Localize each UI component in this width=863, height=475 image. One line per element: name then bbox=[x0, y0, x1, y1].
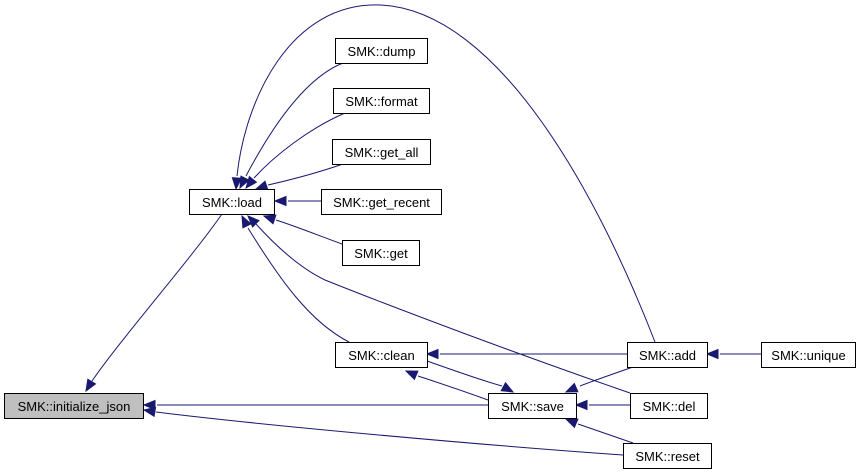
node-label: SMK::del bbox=[643, 399, 696, 414]
edge-save-to-initialize_json bbox=[142, 399, 488, 411]
edge-line bbox=[417, 375, 489, 401]
node-label: SMK::clean bbox=[348, 348, 414, 363]
edge-add-to-load bbox=[231, 4, 656, 343]
arrowhead-icon bbox=[231, 177, 243, 191]
edge-dump-to-load bbox=[239, 62, 344, 190]
edge-format-to-load bbox=[245, 112, 346, 190]
arrowhead-icon bbox=[564, 382, 579, 393]
arrowhead-icon bbox=[239, 175, 250, 190]
node-dump[interactable]: SMK::dump bbox=[335, 38, 428, 64]
edge-add-to-save bbox=[564, 366, 634, 393]
node-label: SMK::dump bbox=[348, 44, 416, 59]
node-box[interactable] bbox=[627, 342, 708, 368]
nodes-layer: SMK::initialize_json SMK::load SMK::dumpSM… bbox=[4, 38, 856, 469]
node-label: SMK::save bbox=[501, 399, 564, 414]
edge-line bbox=[579, 366, 634, 387]
node-label: SMK::format bbox=[345, 94, 418, 109]
edge-load-to-initialize_json bbox=[85, 213, 223, 393]
node-get-recent[interactable]: SMK::get_recent bbox=[321, 189, 442, 215]
arrowhead-icon bbox=[404, 370, 419, 381]
edge-line bbox=[245, 62, 344, 177]
edge-unique-to-add bbox=[705, 348, 761, 360]
node-clean[interactable]: SMK::clean bbox=[335, 342, 428, 368]
node-del[interactable]: SMK::del bbox=[630, 393, 708, 419]
edge-line bbox=[155, 411, 624, 456]
node-load[interactable]: SMK::load bbox=[189, 189, 275, 215]
node-box[interactable] bbox=[4, 393, 144, 419]
arrowhead-icon bbox=[85, 378, 97, 393]
node-box[interactable] bbox=[488, 393, 577, 419]
edge-line bbox=[267, 163, 344, 186]
edge-reset-to-initialize_json bbox=[142, 406, 624, 456]
node-unique[interactable]: SMK::unique bbox=[761, 342, 856, 368]
node-initialize-json[interactable]: SMK::initialize_json bbox=[4, 393, 144, 419]
node-box[interactable] bbox=[332, 139, 431, 165]
node-save[interactable]: SMK::save bbox=[488, 393, 577, 419]
node-label: SMK::get bbox=[354, 246, 408, 261]
node-box[interactable] bbox=[630, 393, 708, 419]
node-box[interactable] bbox=[189, 189, 275, 215]
edge-line bbox=[236, 4, 656, 343]
arrowhead-icon bbox=[564, 418, 579, 429]
arrowhead-icon bbox=[247, 215, 260, 228]
node-label: SMK::initialize_json bbox=[18, 399, 131, 414]
arrowhead-icon bbox=[705, 348, 719, 360]
edge-line bbox=[255, 223, 631, 394]
edge-save-to-clean bbox=[404, 370, 489, 401]
edge-get_recent-to-load bbox=[273, 195, 321, 207]
edge-get_all-to-load bbox=[254, 163, 344, 191]
arrowhead-icon bbox=[500, 381, 515, 393]
node-reset[interactable]: SMK::reset bbox=[623, 443, 712, 469]
node-box[interactable] bbox=[335, 38, 428, 64]
node-get-all[interactable]: SMK::get_all bbox=[332, 139, 431, 165]
node-label: SMK::get_all bbox=[345, 145, 419, 160]
edge-reset-to-save bbox=[564, 418, 634, 444]
node-add[interactable]: SMK::add bbox=[627, 342, 708, 368]
edges-layer bbox=[85, 4, 761, 456]
arrowhead-icon bbox=[142, 406, 157, 418]
arrowhead-icon bbox=[254, 180, 269, 191]
arrowhead-icon bbox=[262, 214, 277, 225]
edge-line bbox=[275, 219, 343, 245]
edge-clean-to-save bbox=[426, 360, 515, 393]
node-label: SMK::add bbox=[639, 348, 696, 363]
node-label: SMK::load bbox=[202, 195, 262, 210]
edge-line bbox=[91, 213, 223, 382]
node-get[interactable]: SMK::get bbox=[342, 240, 420, 266]
edge-line bbox=[247, 227, 350, 343]
arrowhead-icon bbox=[245, 175, 258, 190]
node-box[interactable] bbox=[623, 443, 712, 469]
arrowhead-icon bbox=[241, 214, 252, 229]
edge-del-to-save bbox=[574, 399, 630, 411]
node-label: SMK::get_recent bbox=[333, 195, 430, 210]
node-box[interactable] bbox=[761, 342, 856, 368]
arrowhead-icon bbox=[273, 195, 287, 207]
node-box[interactable] bbox=[321, 189, 442, 215]
node-label: SMK::reset bbox=[635, 449, 700, 464]
node-box[interactable] bbox=[342, 240, 420, 266]
edge-del-to-load bbox=[247, 215, 631, 394]
node-box[interactable] bbox=[333, 88, 430, 114]
node-label: SMK::unique bbox=[771, 348, 845, 363]
node-format[interactable]: SMK::format bbox=[333, 88, 430, 114]
arrowhead-icon bbox=[425, 348, 439, 360]
edge-clean-to-load bbox=[241, 214, 350, 343]
edge-get-to-load bbox=[262, 214, 343, 245]
edge-line bbox=[577, 423, 634, 444]
edge-line bbox=[426, 360, 503, 387]
edge-line bbox=[253, 112, 346, 179]
edge-add-to-clean bbox=[425, 348, 627, 360]
node-box[interactable] bbox=[335, 342, 428, 368]
arrowhead-icon bbox=[142, 399, 156, 411]
arrowhead-icon bbox=[574, 399, 588, 411]
